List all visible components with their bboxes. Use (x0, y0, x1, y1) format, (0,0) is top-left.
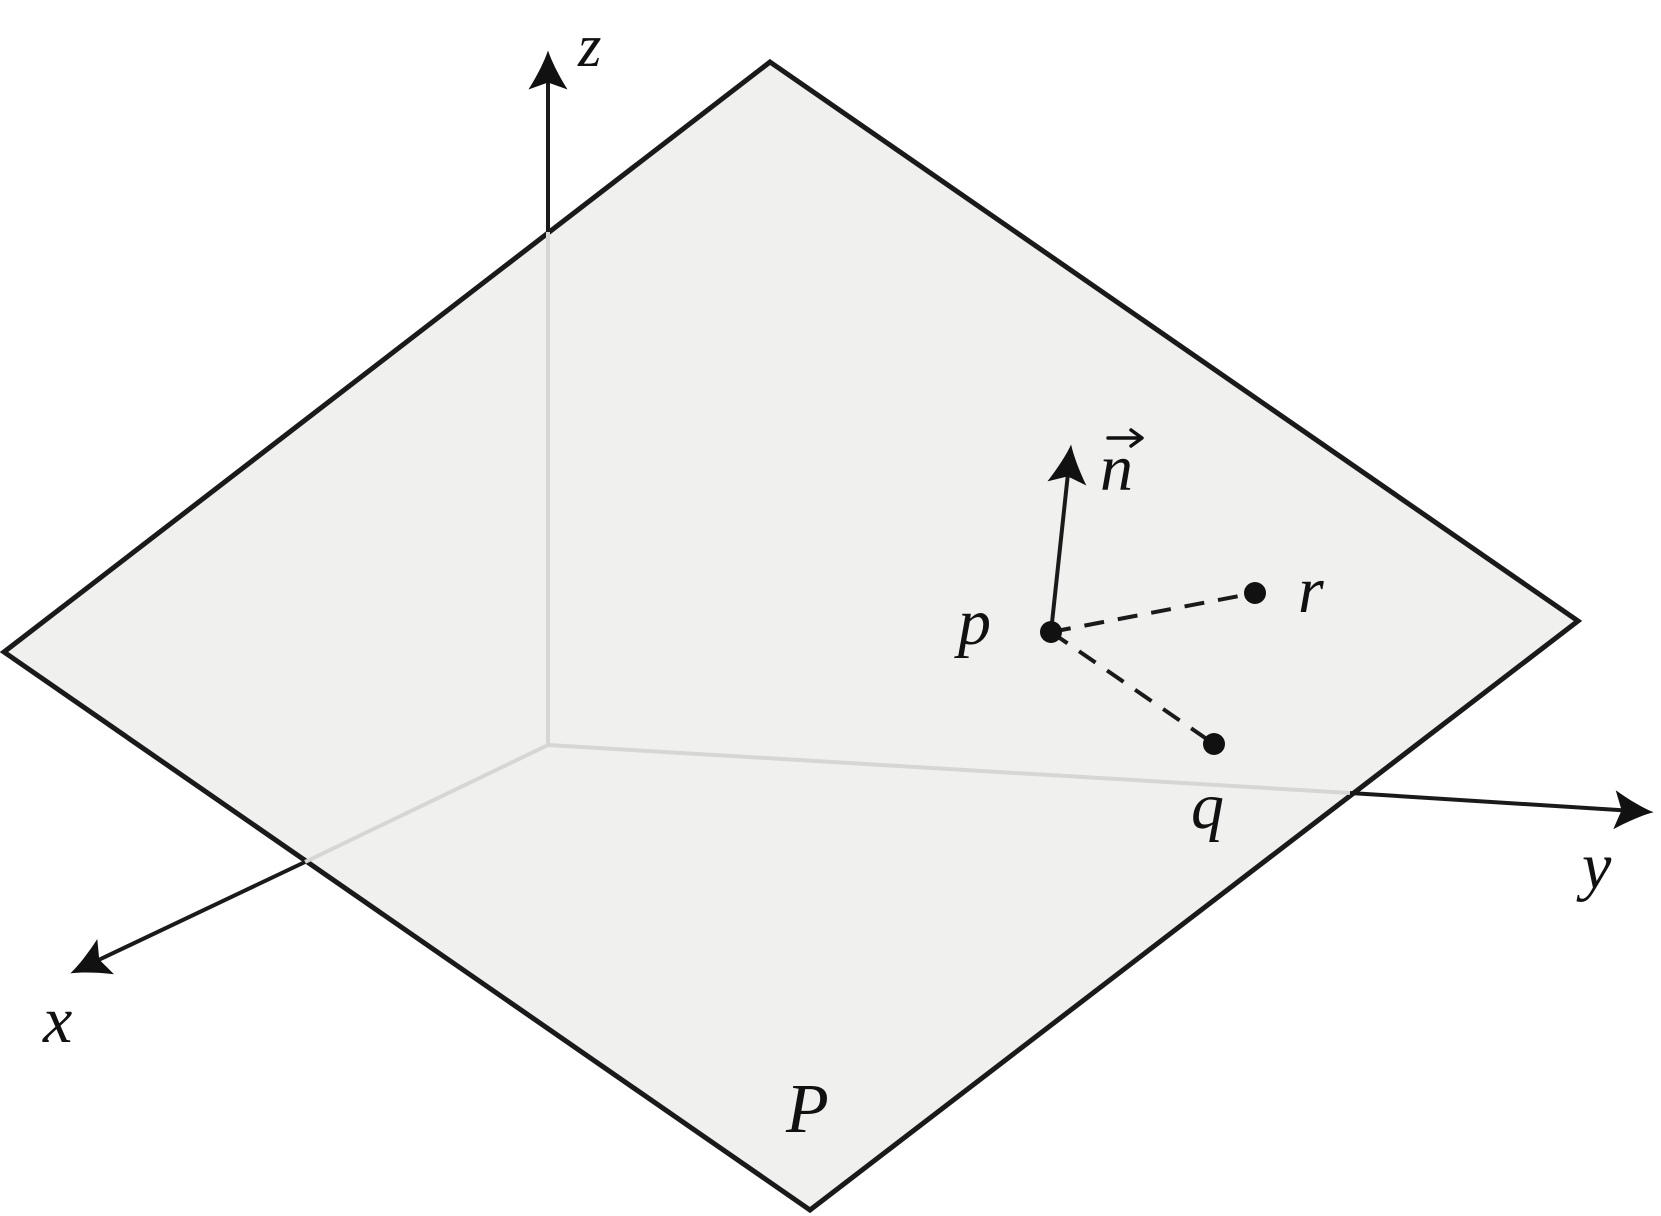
vector-arrow-icon (1106, 428, 1144, 448)
y-axis-label: y (1576, 830, 1612, 903)
point-p-dot (1040, 621, 1062, 643)
point-r-label: r (1298, 554, 1324, 627)
normal-vector-label: n (1100, 432, 1133, 505)
z-axis-label: z (577, 13, 601, 79)
plane-p (0, 58, 1583, 1214)
point-p-label: p (954, 586, 991, 659)
normal-vector-arrow (1047, 444, 1087, 633)
segment-p-r (1050, 591, 1256, 634)
x-axis-label: x (42, 984, 72, 1057)
plane-label: P (785, 1071, 829, 1148)
y-axis-hidden (547, 743, 1351, 795)
point-q-label: q (1191, 770, 1224, 843)
x-axis-arrow (70, 860, 306, 975)
y-axis-arrow (1349, 790, 1654, 830)
x-axis-hidden (304, 743, 549, 864)
point-r-dot (1244, 582, 1266, 604)
point-q-dot (1203, 733, 1225, 755)
